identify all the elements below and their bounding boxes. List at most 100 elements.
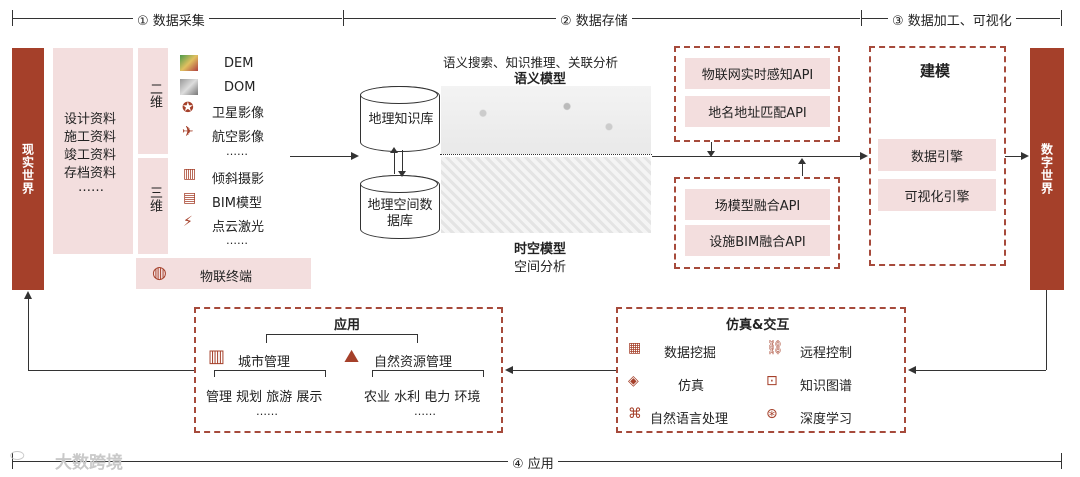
semantic-network-image bbox=[441, 86, 651, 154]
iot-box bbox=[136, 258, 311, 289]
modeling-title: 建模 bbox=[920, 62, 951, 80]
main-flow-line bbox=[652, 156, 860, 157]
cyl-top bbox=[360, 175, 438, 193]
item-laser: 点云激光 bbox=[212, 220, 265, 235]
item-dem: DEM bbox=[224, 56, 254, 71]
watermark-logo-icon: ⬭ bbox=[10, 446, 25, 466]
aerial-icon: ✈ bbox=[182, 124, 194, 140]
arrow-collect-store bbox=[290, 156, 352, 157]
layer-divider bbox=[440, 154, 652, 155]
arrowhead bbox=[860, 152, 868, 160]
phase-4-label: ④ 应用 bbox=[508, 453, 558, 472]
bim-icon: ▤ bbox=[183, 190, 197, 206]
natural-resources: 自然资源管理 bbox=[374, 355, 453, 370]
semantic-top-label: 语义搜索、知识推理、关联分析 bbox=[443, 55, 619, 70]
phase-2-label: ② 数据存储 bbox=[556, 10, 632, 29]
item-aerial: 航空影像 bbox=[212, 130, 265, 145]
spatiotemporal-map-image bbox=[441, 157, 651, 233]
two-d-label-box bbox=[138, 48, 168, 154]
kg-db-label: 地理知识库 bbox=[368, 112, 434, 127]
city-items: 管理 规划 旅游 展示 bbox=[206, 390, 323, 405]
app-to-real-line bbox=[28, 370, 194, 371]
doc-item: 存档资料 bbox=[64, 166, 117, 181]
simulation-group bbox=[616, 307, 906, 433]
spatiotemporal-model-label: 时空模型 bbox=[514, 242, 567, 257]
spatial-analysis-label: 空间分析 bbox=[514, 260, 567, 275]
tick bbox=[12, 10, 13, 26]
iot-icon: ◍ bbox=[152, 263, 167, 283]
sim-item: 远程控制 bbox=[800, 346, 853, 361]
doc-item: 施工资料 bbox=[64, 130, 117, 145]
spatial-db-label: 地理空间数据库 bbox=[367, 198, 433, 229]
simulation-icon: ◈ bbox=[628, 373, 639, 389]
city-more: …… bbox=[256, 405, 278, 418]
sim-item: 数据挖掘 bbox=[664, 346, 717, 361]
city-brace bbox=[214, 370, 326, 377]
knowledge-graph-icon: ⊡ bbox=[766, 373, 778, 389]
data-engine: 数据引擎 bbox=[878, 139, 996, 171]
api-geocode: 地名地址匹配API bbox=[685, 96, 830, 127]
city-management: 城市管理 bbox=[238, 355, 291, 370]
arrowhead bbox=[798, 158, 806, 164]
satellite-icon: ✪ bbox=[182, 100, 194, 116]
sim-item: 自然语言处理 bbox=[650, 412, 729, 427]
sim-to-app-line bbox=[512, 370, 616, 371]
nature-icon: ⛰ bbox=[344, 346, 360, 367]
process-to-digital-line bbox=[1005, 156, 1022, 157]
oblique-photo-icon: ▥ bbox=[183, 166, 197, 182]
doc-item: 设计资料 bbox=[64, 112, 117, 127]
data-mining-icon: ▦ bbox=[628, 340, 642, 356]
sim-item: 仿真 bbox=[678, 379, 705, 394]
item-more-2d: …… bbox=[226, 145, 248, 158]
arrowhead bbox=[1021, 152, 1029, 160]
api-top-group bbox=[674, 46, 840, 142]
natural-more: …… bbox=[414, 405, 436, 418]
db-arrow-down bbox=[402, 150, 403, 174]
tick bbox=[1061, 453, 1062, 469]
nlp-icon: ⌘ bbox=[628, 406, 642, 422]
watermark: 大数跨境 bbox=[55, 453, 123, 473]
modeling-group bbox=[869, 46, 1006, 266]
api-bim-fusion: 设施BIM融合API bbox=[685, 225, 830, 256]
return-line-bottom bbox=[915, 370, 1046, 371]
arrowhead bbox=[390, 147, 398, 153]
item-more-3d: …… bbox=[226, 234, 248, 247]
dem-icon bbox=[180, 55, 198, 71]
arrowhead bbox=[398, 171, 406, 177]
documents-box bbox=[53, 48, 133, 254]
app-to-real-vline bbox=[28, 298, 29, 370]
tick bbox=[861, 10, 862, 26]
application-title: 应用 bbox=[334, 318, 361, 333]
item-oblique: 倾斜摄影 bbox=[212, 172, 265, 187]
item-satellite: 卫星影像 bbox=[212, 106, 265, 121]
natural-items: 农业 水利 电力 环境 bbox=[364, 390, 481, 405]
api-iot-realtime: 物联网实时感知API bbox=[685, 58, 830, 89]
arrowhead bbox=[505, 366, 513, 374]
api-field-fusion: 场模型融合API bbox=[685, 189, 830, 220]
tick bbox=[12, 453, 13, 469]
sim-item: 深度学习 bbox=[800, 412, 853, 427]
visualization-engine: 可视化引擎 bbox=[878, 179, 996, 211]
semantic-model-label: 语义模型 bbox=[514, 72, 567, 87]
remote-control-icon: ⛓ bbox=[766, 340, 784, 356]
doc-item: …… bbox=[78, 180, 104, 195]
return-line-right bbox=[1046, 290, 1047, 370]
city-icon: ▥ bbox=[208, 346, 226, 367]
simulation-title: 仿真&交互 bbox=[726, 318, 790, 333]
arrowhead bbox=[351, 152, 359, 160]
arrowhead bbox=[908, 366, 916, 374]
two-d-label: 二维 bbox=[147, 82, 162, 108]
api-bottom-group bbox=[674, 177, 840, 269]
deep-learning-icon: ⊛ bbox=[766, 406, 778, 422]
item-dom: DOM bbox=[224, 80, 256, 95]
sim-item: 知识图谱 bbox=[800, 379, 853, 394]
dom-icon bbox=[180, 79, 198, 95]
doc-item: 竣工资料 bbox=[64, 148, 117, 163]
app-brace bbox=[266, 334, 418, 343]
real-world-bar: 现实世界 bbox=[12, 48, 44, 290]
arrowhead bbox=[707, 151, 715, 157]
natural-brace bbox=[372, 370, 484, 377]
tick bbox=[343, 10, 344, 26]
digital-world-bar: 数字世界 bbox=[1030, 48, 1064, 290]
item-bim: BIM模型 bbox=[212, 196, 262, 211]
